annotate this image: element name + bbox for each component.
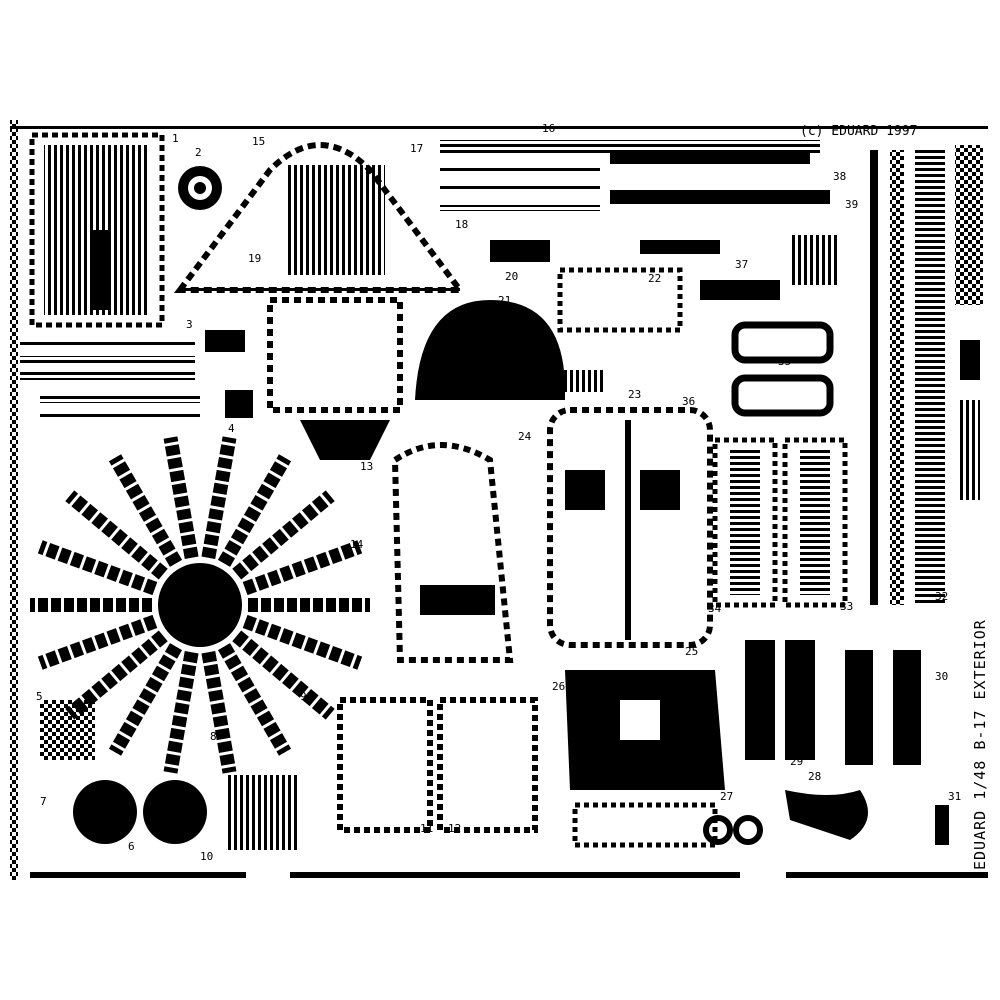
part-number-labels: 1 2 3 4 5 6 7 8 9 10 11 12 13 14 15 16 1… [36,122,961,863]
part-22-brackets [490,235,840,333]
engine-cylinder [201,436,237,559]
part-number-label: 10 [200,850,213,863]
part-number-label: 23 [628,388,641,401]
part-number-label: 11 [420,822,433,835]
engine-cylinder [108,454,183,567]
part-number-label: 16 [542,122,555,135]
part-34-clips [731,321,834,417]
part-number-label: 29 [790,755,803,768]
engine-cylinder [65,630,168,720]
part-26-block [565,670,725,790]
part-number-label: 17 [410,142,423,155]
engine-cylinder [163,436,199,559]
part-number-label: 27 [720,790,733,803]
part-number-label: 28 [808,770,821,783]
engine-cylinder [217,454,292,567]
part-1-grille-panel [29,132,165,328]
part-17-cowl-bell [174,142,466,293]
part-24-tall-panel [391,442,514,663]
part-number-label: 8 [210,730,217,743]
part-number-label: 36 [682,395,695,408]
part-5-radial-engine [30,436,370,774]
part-number-label: 34 [708,602,722,615]
part-number-label: 22 [648,272,661,285]
engine-cylinder [217,643,292,756]
part-number-label: 24 [518,430,532,443]
fret-frame [10,120,988,880]
part-19-window-frame [267,297,403,460]
part-number-label: 18 [455,218,468,231]
part-38-ladder-strips [870,145,983,605]
engine-cylinder [242,540,363,596]
part-number-label: 13 [360,460,373,473]
part-number-label: 4 [228,422,235,435]
engine-cylinder [232,490,335,580]
engine-cylinder [108,643,183,756]
part-2-round-badge [178,166,222,210]
part-25-double-panel [547,407,713,648]
copyright-mark: (c) EDUARD 1997 [800,124,917,139]
part-16-strips [440,140,830,211]
part-number-label: 20 [505,270,518,283]
part-number-label: 3 [186,318,193,331]
part-30-columns [745,640,921,765]
engine-cylinder [163,651,199,774]
part-number-label: 25 [685,645,698,658]
part-number-label: 32 [935,590,948,603]
part-number-label: 2 [195,146,202,159]
part-number-label: 19 [248,252,261,265]
engine-cylinder [37,540,158,596]
engine-cylinder [201,651,237,774]
part-number-label: 15 [252,135,265,148]
part-number-label: 21 [498,294,511,307]
sheet-side-marking: EDUARD 1/48 B-17 EXTERIOR [971,619,989,870]
engine-cylinder [232,630,335,720]
part-number-label: 5 [36,690,43,703]
part-6-bottom-items [40,697,949,850]
part-number-label: 38 [833,170,846,183]
part-number-label: 31 [948,790,961,803]
part-21-dome [415,300,605,400]
part-number-label: 7 [40,795,47,808]
part-number-label: 26 [552,680,565,693]
part-number-label: 6 [128,840,135,853]
part-number-label: 9 [300,690,307,703]
engine-cylinder [65,490,168,580]
part-3-rod-set [20,330,253,420]
part-number-label: 1 [172,132,179,145]
part-number-label: 39 [845,198,858,211]
part-number-label: 33 [840,600,853,613]
part-number-label: 30 [935,670,948,683]
part-number-label: 14 [350,538,364,551]
part-number-label: 35 [778,355,791,368]
engine-cylinder [242,614,363,670]
part-number-label: 37 [735,258,748,271]
part-36-small-ladders [712,437,848,608]
part-number-label: 12 [448,822,461,835]
engine-cylinder [37,614,158,670]
